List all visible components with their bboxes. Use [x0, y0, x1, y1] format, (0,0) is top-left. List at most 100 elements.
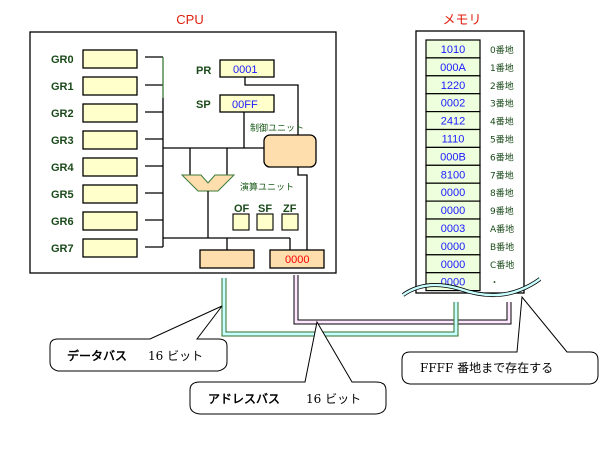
pr-box	[219, 59, 275, 78]
register-gr0: GR0	[51, 49, 138, 69]
memory-cell-address: 9番地	[490, 205, 514, 217]
memory-cell-address: 8番地	[490, 187, 514, 199]
data-bus-bits: 16 ビット	[148, 349, 203, 363]
memory-cell-address: ・	[490, 279, 499, 289]
memory-cell-address: 1番地	[490, 62, 514, 74]
data-register	[199, 249, 255, 269]
pr-register: PR 0001	[196, 59, 275, 78]
cpu-title: CPU	[176, 12, 203, 27]
memory-cell-value: 0000	[441, 187, 465, 199]
memory-cell: 0000 C番地	[425, 254, 514, 274]
memory-cell: 2412 4番地	[425, 110, 514, 131]
address-bus	[294, 275, 511, 324]
flag-label-of: OF	[234, 203, 250, 215]
memory-cell-value: 0000	[441, 205, 465, 217]
address-register-value: 0000	[285, 254, 309, 266]
register-box	[82, 238, 138, 258]
memory-cell-value: 0000	[441, 241, 465, 253]
memory-cell: 0000 8番地	[425, 182, 514, 202]
register-gr5: GR5	[51, 184, 138, 204]
memory-cell: 8100 7番地	[425, 164, 514, 184]
memory-cell: 0002 3番地	[425, 93, 514, 113]
register-gr3: GR3	[51, 130, 138, 150]
register-gr4: GR4	[51, 157, 138, 177]
break-wave	[402, 278, 541, 297]
flags: OF SF ZF	[232, 203, 299, 231]
memory-cell-address: 7番地	[490, 169, 514, 181]
memory-cell-address: C番地	[490, 259, 514, 271]
register-box	[82, 103, 138, 123]
address-register	[269, 249, 325, 269]
memory-end-callout: FFFF 番地まで存在する	[401, 295, 599, 385]
register-box	[82, 130, 138, 150]
register-gr1: GR1	[51, 76, 138, 96]
memory-cell-value: 1010	[441, 44, 465, 56]
memory-cell: 1010 0番地	[425, 39, 514, 59]
alu-shape	[180, 174, 236, 192]
memory-cell-address: 6番地	[490, 151, 514, 163]
memory-title: メモリ	[442, 12, 481, 27]
control-unit-label: 制御ユニット	[250, 122, 304, 134]
register-bus-lines	[145, 56, 290, 248]
address-bus-callout: アドレスバス 16 ビット	[189, 320, 387, 415]
memory-cell-value: 1110	[442, 134, 465, 146]
memory-cell-value: 1220	[441, 80, 465, 92]
register-label: GR3	[51, 135, 74, 147]
general-registers: GR0 GR1 GR2 GR3 GR4 GR5 GR6 GR7	[51, 49, 138, 258]
memory-cell-value: 2412	[441, 116, 465, 128]
memory-cell-value: 0003	[441, 223, 465, 235]
register-gr2: GR2	[51, 103, 138, 123]
register-box	[82, 76, 138, 96]
memory-cell-address: 3番地	[490, 98, 514, 110]
memory-cell: 1220 2番地	[425, 75, 514, 95]
register-box	[82, 157, 138, 177]
register-label: GR4	[51, 162, 75, 174]
memory-cell: 0000 B番地	[425, 236, 514, 256]
data-bus-callout: データバス 16 ビット	[49, 305, 228, 372]
memory-cell-address: A番地	[490, 223, 514, 235]
register-label: GR6	[51, 216, 74, 228]
memory-cell-value: 0002	[441, 98, 465, 110]
memory-cell-address: 5番地	[490, 134, 514, 146]
memory-cell-address: B番地	[490, 241, 514, 253]
sp-box	[219, 94, 275, 113]
flag-label-sf: SF	[258, 203, 272, 215]
flag-box-zf	[281, 213, 299, 231]
memory-cell-value: 0000	[441, 259, 465, 271]
flag-box-of	[232, 213, 250, 231]
memory-end-text: FFFF 番地まで存在する	[420, 361, 553, 375]
register-box	[82, 49, 138, 69]
register-box	[82, 211, 138, 231]
sp-value: 00FF	[232, 99, 258, 111]
memory-cell-address: 4番地	[490, 116, 514, 128]
address-bus-bits: 16 ビット	[306, 392, 361, 406]
register-gr6: GR6	[51, 211, 138, 231]
register-gr7: GR7	[51, 238, 138, 258]
pr-label: PR	[196, 65, 211, 77]
pr-value: 0001	[233, 64, 257, 76]
memory-cell-value: 000B	[440, 151, 466, 163]
memory-cell-value: 8100	[441, 169, 465, 181]
alu-label: 演算ユニット	[240, 181, 294, 193]
memory-cell-value: 000A	[440, 62, 466, 74]
register-label: GR2	[51, 108, 74, 120]
flag-box-sf	[256, 213, 274, 231]
register-label: GR7	[51, 243, 74, 255]
memory-cell-address: 0番地	[490, 44, 514, 56]
control-unit	[263, 134, 317, 168]
register-label: GR1	[51, 81, 74, 93]
address-bus-name: アドレスバス	[208, 392, 280, 406]
memory-cells: 1010 0番地 000A 1番地 1220 2番地 0002 3番地 2412 4番地 1110 5…	[425, 39, 514, 292]
sp-register: SP 00FF	[196, 94, 275, 113]
register-box	[82, 184, 138, 204]
memory-cell: 000A 1番地	[425, 57, 514, 77]
register-label: GR5	[51, 189, 74, 201]
flag-label-zf: ZF	[283, 203, 297, 215]
register-label: GR0	[51, 54, 74, 66]
data-bus-name: データバス	[67, 348, 127, 363]
sp-label: SP	[196, 99, 211, 111]
data-bus	[222, 278, 458, 336]
memory-cell: 1110 5番地	[425, 128, 514, 148]
memory-cell-address: 2番地	[490, 80, 514, 92]
